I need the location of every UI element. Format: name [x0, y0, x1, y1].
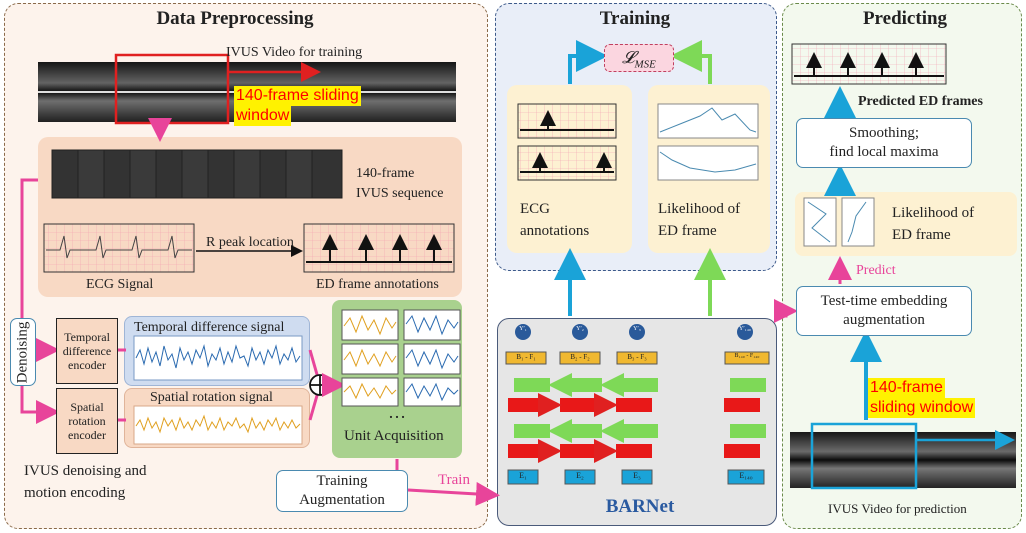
- loss-box: 𝓛MSE: [604, 44, 674, 72]
- temporal-encoder-line3: encoder: [68, 358, 106, 372]
- barnet-network: [505, 324, 770, 485]
- preprocessing-title: Data Preprocessing: [156, 8, 314, 29]
- ed-annotation-label: ED frame annotations: [316, 277, 439, 292]
- ivus-frame-stack: [51, 149, 343, 199]
- temporal-encoder-line1: Temporal: [64, 330, 110, 344]
- barnet-title: BARNet: [605, 496, 675, 517]
- training-aug-line1: Training: [316, 473, 368, 489]
- barnet-state-1: B₁ - F₁: [516, 353, 536, 361]
- sequence-label: 140-frame IVUS sequence: [356, 164, 443, 204]
- ecg-signal-plot: [43, 223, 195, 273]
- loss-subscript: MSE: [634, 58, 656, 71]
- pred-sliding-window-label: 140-frame sliding window: [868, 378, 976, 418]
- test-time-box: Test-time embedding augmentation: [796, 286, 972, 336]
- spatial-encoder-box: Spatial rotation encoder: [56, 388, 118, 454]
- sliding-window-line1: 140-frame sliding: [234, 86, 361, 106]
- denoise-caption: IVUS denoising and motion encoding: [24, 460, 147, 504]
- r-peak-label: R peak location: [206, 235, 294, 250]
- barnet-output-3: Y′₃: [633, 326, 641, 332]
- loss-symbol: 𝓛: [622, 48, 635, 67]
- pred-likelihood-plots: [803, 197, 875, 247]
- training-title: Training: [599, 8, 671, 29]
- barnet-input-140: E₁₄₀: [739, 471, 753, 480]
- denoise-caption-line1: IVUS denoising and: [24, 463, 147, 479]
- barnet-state-3: B₃ - F₃: [627, 353, 647, 361]
- temporal-encoder-box: Temporal difference encoder: [56, 318, 118, 384]
- smoothing-box: Smoothing; find local maxima: [796, 118, 972, 168]
- spatial-encoder-line1: Spatial: [70, 400, 104, 414]
- unit-ellipsis: …: [388, 402, 406, 422]
- ecg-signal-label: ECG Signal: [86, 277, 154, 292]
- spatial-signal-plot: [133, 405, 303, 445]
- barnet-output-140: Y′₁₄₀: [739, 326, 751, 332]
- sliding-window-line2: window: [234, 106, 292, 126]
- ecg-annotation-plots: [517, 103, 617, 181]
- ecg-annotations-line2: annotations: [520, 223, 590, 239]
- ivus-prediction-strip: [790, 422, 1016, 490]
- smoothing-line1: Smoothing;: [848, 125, 919, 141]
- predicted-ed-plot: [791, 43, 947, 85]
- barnet-output-1: Y′₁: [519, 326, 527, 332]
- likelihood-line2: ED frame: [658, 223, 717, 239]
- barnet-input-3: E₃: [633, 471, 641, 480]
- ecg-annotations-line1: ECG: [520, 201, 550, 217]
- training-video-label: IVUS Video for training: [226, 45, 363, 60]
- temporal-signal-label: Temporal difference signal: [134, 320, 285, 335]
- prediction-video-label: IVUS Video for prediction: [828, 501, 967, 516]
- denoising-label: Denoising: [14, 321, 31, 383]
- pred-likelihood-label: Likelihood of ED frame: [892, 202, 974, 246]
- ed-annotation-plot: [303, 223, 455, 273]
- ecg-annotations-label: ECG annotations: [520, 198, 589, 242]
- pred-likelihood-line2: ED frame: [892, 227, 951, 243]
- train-label: Train: [438, 472, 470, 488]
- barnet-state-140: B₁₄₀ - F₁₄₀: [734, 353, 760, 359]
- likelihood-line1: Likelihood of: [658, 201, 741, 217]
- barnet-input-2: E₂: [576, 471, 584, 480]
- spatial-encoder-line3: encoder: [68, 428, 106, 442]
- sequence-label-line1: 140-frame: [356, 166, 415, 181]
- smoothing-line2: find local maxima: [829, 144, 939, 160]
- pred-likelihood-line1: Likelihood of: [892, 205, 975, 221]
- spatial-encoder-line2: rotation: [68, 414, 106, 428]
- unit-acquisition-plots: [341, 309, 461, 407]
- temporal-encoder-line2: difference: [62, 344, 112, 358]
- predict-label: Predict: [856, 263, 896, 278]
- likelihood-plots: [657, 103, 759, 181]
- pred-sliding-line2: sliding window: [868, 398, 976, 418]
- temporal-signal-plot: [133, 335, 303, 381]
- barnet-input-1: E₁: [519, 471, 527, 480]
- sequence-label-line2: IVUS sequence: [356, 186, 444, 201]
- barnet-output-2: Y′₂: [576, 326, 584, 332]
- sliding-window-label: 140-frame sliding window: [234, 86, 361, 126]
- barnet-state-2: B₂ - F₂: [570, 353, 590, 361]
- denoise-caption-line2: motion encoding: [24, 485, 126, 501]
- denoising-box: Denoising: [10, 318, 36, 386]
- predicted-ed-label: Predicted ED frames: [858, 94, 983, 109]
- test-time-line1: Test-time embedding: [820, 293, 948, 309]
- unit-acquisition-label: Unit Acquisition: [344, 428, 444, 444]
- spatial-signal-label: Spatial rotation signal: [150, 390, 273, 405]
- training-aug-line2: Augmentation: [299, 492, 385, 508]
- likelihood-label: Likelihood of ED frame: [658, 198, 740, 242]
- test-time-line2: augmentation: [843, 312, 925, 328]
- predicting-title: Predicting: [862, 8, 948, 29]
- training-augmentation-box: Training Augmentation: [276, 470, 408, 512]
- pred-sliding-line1: 140-frame: [868, 378, 945, 398]
